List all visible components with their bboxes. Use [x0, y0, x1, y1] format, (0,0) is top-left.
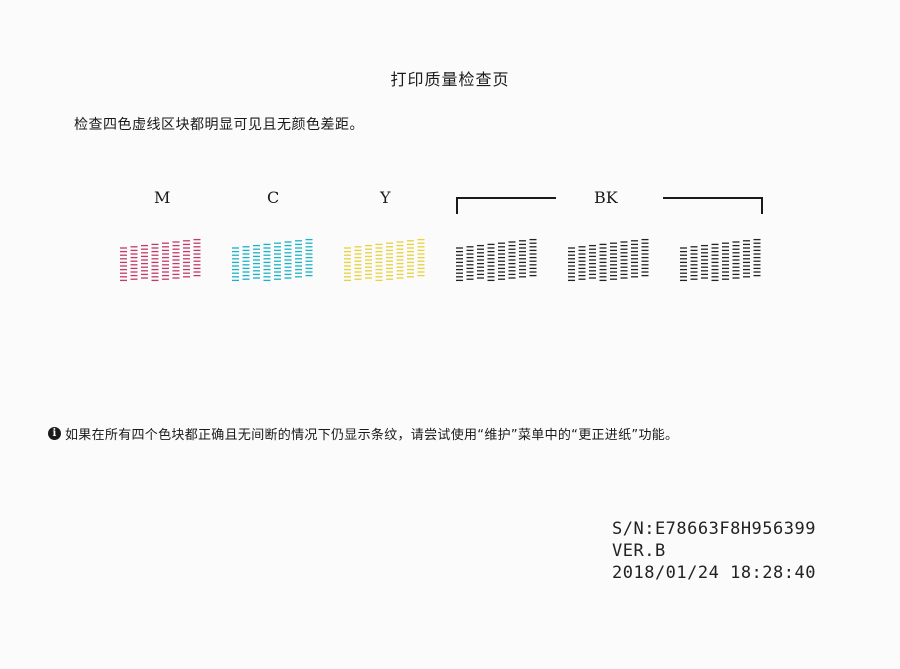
nozzle-pattern-yellow — [344, 238, 425, 282]
nozzle-pattern-black-3 — [680, 238, 761, 282]
serial-number: S/N:E78663F8H956399 — [612, 519, 816, 539]
nozzle-pattern-black-1 — [456, 238, 537, 282]
nozzle-pattern-cyan — [232, 238, 313, 282]
page-title: 打印质量检查页 — [390, 70, 510, 89]
print-datetime: 2018/01/24 18:28:40 — [612, 563, 816, 583]
label-magenta: M — [154, 188, 171, 207]
nozzle-pattern-magenta — [120, 238, 201, 282]
label-black: BK — [594, 188, 618, 207]
info-icon: i — [48, 427, 61, 440]
version: VER.B — [612, 541, 666, 561]
nozzle-pattern-black-2 — [568, 238, 649, 282]
instruction-text: 检查四色虚线区块都明显可见且无颜色差距。 — [74, 117, 364, 133]
black-bracket — [456, 197, 763, 214]
printer-info: S/N:E78663F8H956399 VER.B 2018/01/24 18:… — [612, 518, 816, 584]
troubleshoot-note: i 如果在所有四个色块都正确且无间断的情况下仍显示条纹，请尝试使用“维护”菜单中… — [48, 424, 678, 443]
label-yellow: Y — [380, 188, 391, 207]
label-cyan: C — [267, 188, 280, 207]
note-text: 如果在所有四个色块都正确且无间断的情况下仍显示条纹，请尝试使用“维护”菜单中的“… — [65, 428, 679, 443]
